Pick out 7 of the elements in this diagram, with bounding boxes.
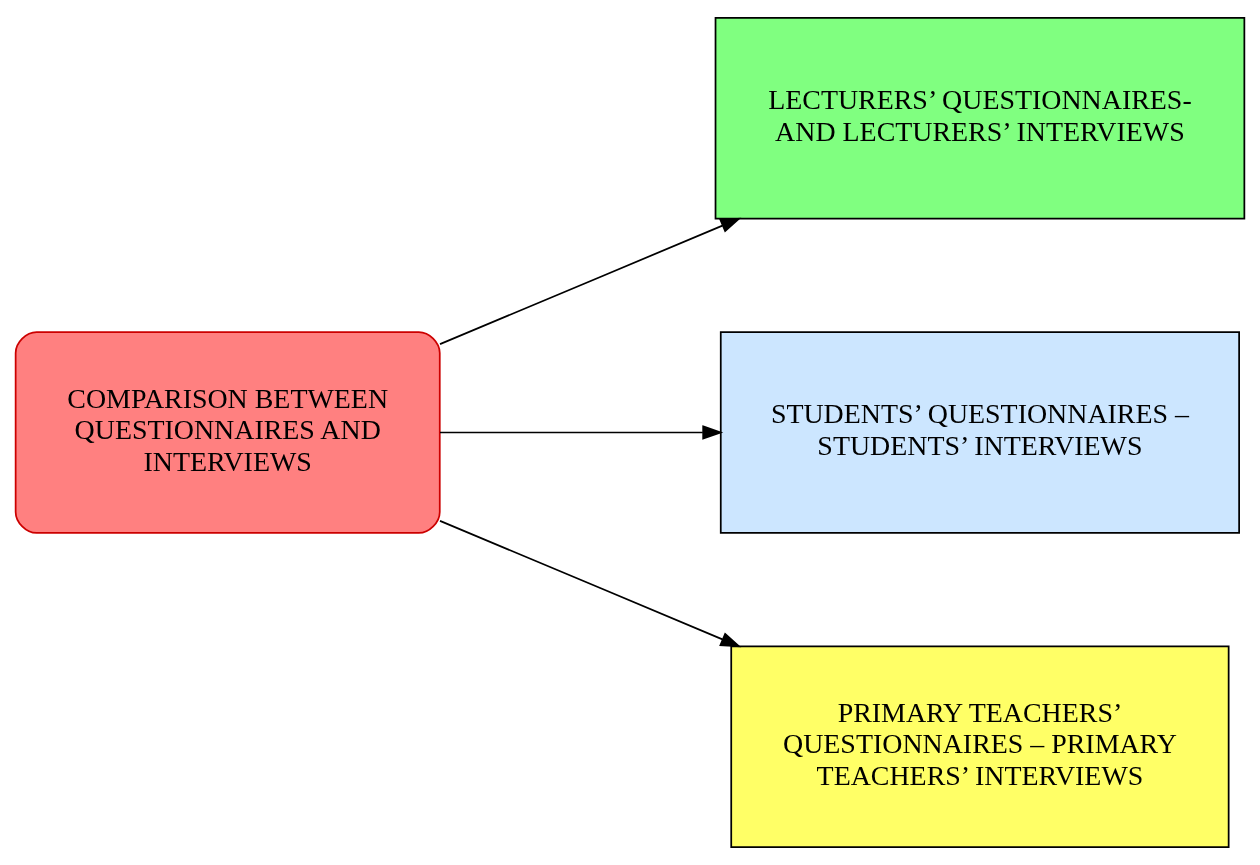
arrow [439,217,742,346]
arrow [439,425,724,440]
arrow [439,519,742,648]
node-box: LECTURERS’ QUESTIONNAIRES- AND LECTURERS’ INTERVIEWS [714,17,1246,220]
node-box: PRIMARY TEACHERS’ QUESTIONNAIRES – PRIMARY TEACHERS’ INTERVIEWS [730,645,1230,848]
node-box: COMPARISON BETWEEN QUESTIONNAIRES AND INTERVIEWS [14,331,441,534]
node-box: STUDENTS’ QUESTIONNAIRES – STUDENTS’ INTERVIEWS [719,331,1240,534]
